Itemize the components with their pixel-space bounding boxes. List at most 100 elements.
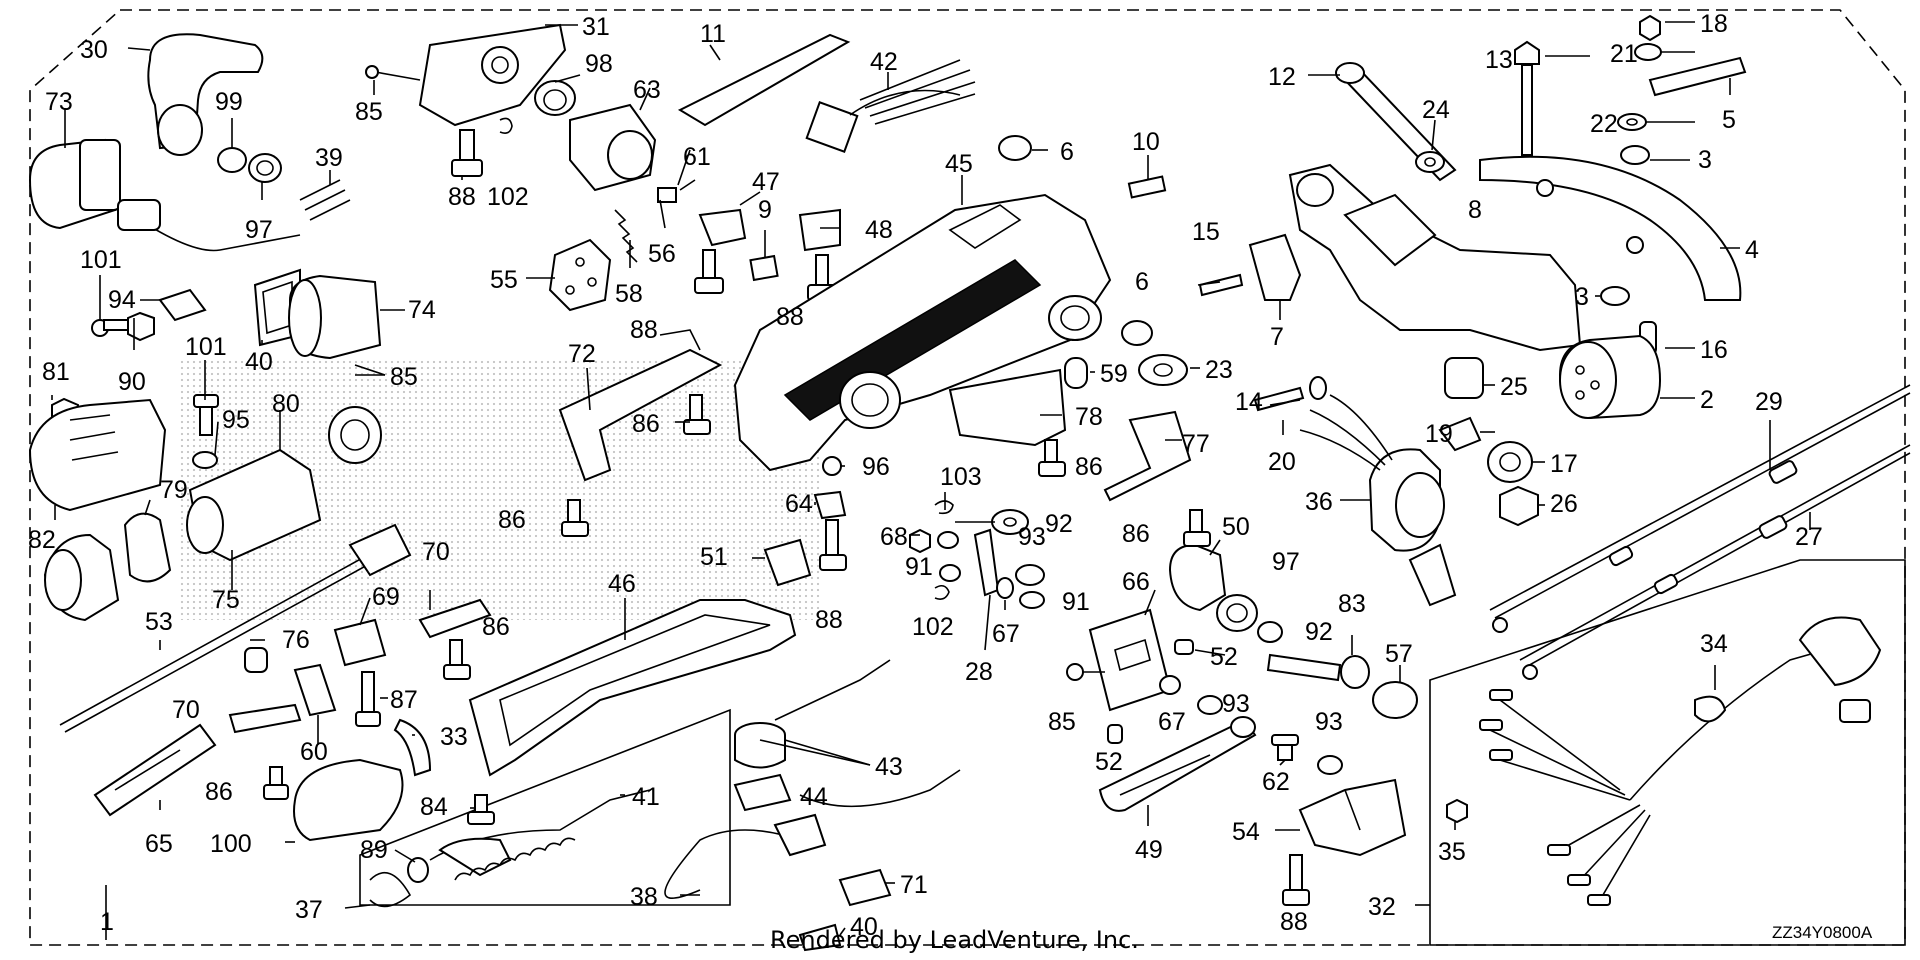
callout-70b: 70 [172,696,200,724]
callout-86c: 86 [498,506,526,534]
callout-103: 103 [940,463,982,491]
callout-33: 33 [440,723,468,751]
callout-92: 92 [1045,510,1073,538]
callout-22: 22 [1590,110,1618,138]
callout-20: 20 [1268,448,1296,476]
callout-74: 74 [408,296,436,324]
callout-6: 6 [1060,138,1074,166]
plate-72 [558,348,723,482]
callout-41: 41 [632,783,660,811]
callout-56: 56 [648,240,676,268]
callout-55: 55 [490,266,518,294]
shaft-53 [59,539,396,726]
bracket-54 [1298,778,1407,857]
callout-77: 77 [1182,430,1210,458]
callout-54: 54 [1232,818,1260,846]
callout-59: 59 [1100,360,1128,388]
callout-100: 100 [210,830,252,858]
callout-38: 38 [630,883,658,911]
callout-86f: 86 [205,778,233,806]
callout-52b: 52 [1095,748,1123,776]
callout-52: 52 [1210,643,1238,671]
callout-30: 30 [80,36,108,64]
callout-14: 14 [1235,388,1263,416]
callout-102b: 102 [912,613,954,641]
harness-box [1429,559,1906,946]
callout-29: 29 [1755,388,1783,416]
callout-94: 94 [108,286,136,314]
stop-switch-box [359,708,731,906]
callout-16: 16 [1700,336,1728,364]
callout-53: 53 [145,608,173,636]
callout-40: 40 [245,348,273,376]
callout-12: 12 [1268,63,1296,91]
callout-28: 28 [965,658,993,686]
callout-93b: 93 [1222,690,1250,718]
callout-21: 21 [1610,40,1638,68]
callout-86d: 86 [1122,520,1150,548]
callout-81: 81 [42,358,70,386]
callout-46: 46 [608,570,636,598]
assembly-outline [29,9,1906,946]
callout-62: 62 [1262,768,1290,796]
knob-55 [548,238,612,312]
callout-82: 82 [28,526,56,554]
callout-6b: 6 [1135,268,1149,296]
callout-95: 95 [222,406,250,434]
render-credit: Rendered by LeadVenture, Inc. [770,926,1139,954]
callout-88d: 88 [815,606,843,634]
callout-23: 23 [1205,356,1233,384]
callout-24: 24 [1422,96,1450,124]
callout-44: 44 [800,783,828,811]
callout-101b: 101 [185,333,227,361]
callout-93c: 93 [1315,708,1343,736]
callout-18: 18 [1700,10,1728,38]
callout-25: 25 [1500,373,1528,401]
callout-79: 79 [160,476,188,504]
callout-90: 90 [118,368,146,396]
callout-88b: 88 [630,316,658,344]
callout-48: 48 [865,216,893,244]
callout-64: 64 [785,490,813,518]
callout-65: 65 [145,830,173,858]
callout-71: 71 [900,871,928,899]
callout-19: 19 [1425,420,1453,448]
callout-92b: 92 [1305,618,1333,646]
callout-37: 37 [295,896,323,924]
cap-50 [1168,543,1227,612]
callout-50: 50 [1222,513,1250,541]
frame-46 [468,599,797,777]
callout-66: 66 [1122,568,1150,596]
callout-63: 63 [633,76,661,104]
callout-97b: 97 [1272,548,1300,576]
leader-lines [51,21,1811,940]
callout-43: 43 [875,753,903,781]
callout-32: 32 [1368,893,1396,921]
callout-13: 13 [1485,46,1513,74]
callout-70: 70 [422,538,450,566]
callout-42: 42 [870,48,898,76]
callout-76: 76 [282,626,310,654]
callout-96: 96 [862,453,890,481]
callout-5: 5 [1722,106,1736,134]
callout-67: 67 [992,620,1020,648]
arm-49 [1098,718,1257,812]
cable-29 [1489,384,1911,611]
callout-2: 2 [1700,386,1714,414]
callout-51: 51 [700,543,728,571]
callout-39: 39 [315,144,343,172]
callout-7: 7 [1270,323,1284,351]
callout-11: 11 [700,20,726,48]
callout-83: 83 [1338,590,1366,618]
callout-87: 87 [390,686,418,714]
callout-60: 60 [300,738,328,766]
callout-31: 31 [582,13,610,41]
callout-86e: 86 [482,613,510,641]
callout-102: 102 [487,183,529,211]
cable-27 [1519,444,1911,661]
callout-47: 47 [752,168,780,196]
callout-89: 89 [360,836,388,864]
bracket-65 [93,723,217,817]
callout-36: 36 [1305,488,1333,516]
